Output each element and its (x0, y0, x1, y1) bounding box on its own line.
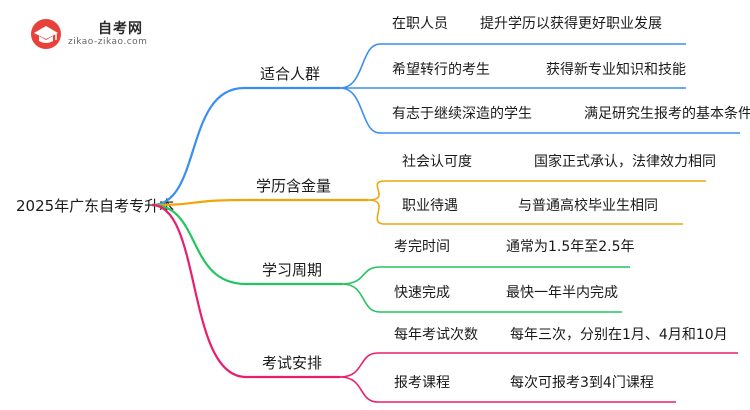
leaf-label: 社会认可度 (402, 154, 472, 170)
branch-connector (151, 198, 247, 207)
branch-connector (151, 86, 245, 207)
leaf-label: 有志于继续深造的学生 (392, 105, 532, 122)
leaf-label: 考完时间 (394, 239, 450, 255)
site-logo[interactable]: 自考网 zikao-zikao.com (26, 16, 166, 52)
leaf-label: 报考课程 (394, 375, 450, 391)
leaf-detail: 提升学历以获得更好职业发展 (480, 15, 662, 32)
leaf-label: 在职人员 (392, 16, 448, 32)
logo-domain: zikao-zikao.com (68, 37, 148, 47)
leaf-label: 职业待遇 (402, 198, 458, 214)
root-label: 2025年广东自考专升本 (16, 197, 174, 215)
branch-label: 学历含金量 (256, 177, 331, 195)
branch-label: 考试安排 (262, 354, 322, 372)
graduation-cap-icon (31, 19, 61, 49)
leaf-label: 每年考试次数 (394, 327, 478, 343)
leaf-label: 快速完成 (394, 285, 450, 301)
leaf-connector (367, 180, 386, 201)
logo-name: 自考网 (98, 21, 143, 37)
branch-connector (151, 203, 247, 286)
leaf-connector (339, 352, 379, 378)
branch-connector (151, 203, 247, 379)
leaf-connector (339, 43, 381, 89)
leaf-connector (339, 87, 381, 134)
branch-label: 适合人群 (260, 65, 320, 83)
leaf-detail: 每年三次，分别在1月、4月和10月 (510, 327, 728, 343)
leaf-connector (367, 199, 386, 225)
leaf-connector (341, 266, 381, 285)
leaf-detail: 每次可报考3到4门课程 (510, 375, 654, 391)
leaf-detail: 与普通高校毕业生相同 (518, 197, 658, 214)
leaf-detail: 满足研究生报考的基本条件 (584, 105, 750, 122)
branch-label: 学习周期 (262, 261, 322, 279)
leaf-label: 希望转行的考生 (392, 62, 490, 78)
leaf-detail: 国家正式承认，法律效力相同 (534, 153, 716, 170)
leaf-detail: 通常为1.5年至2.5年 (506, 239, 635, 255)
leaf-detail: 最快一年半内完成 (506, 285, 618, 301)
leaf-detail: 获得新专业知识和技能 (546, 61, 686, 78)
leaf-connector (339, 376, 379, 403)
leaf-connector (341, 283, 381, 313)
